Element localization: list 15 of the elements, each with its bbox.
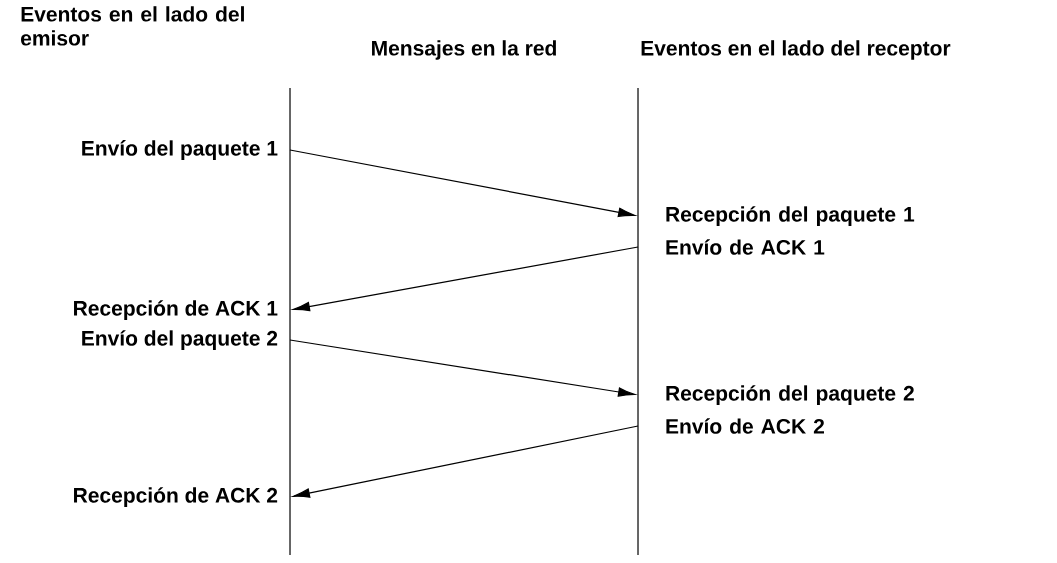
event-text: Envío del paquete 2: [82, 330, 278, 350]
event-text: Recepción del paquete 2: [666, 385, 914, 405]
event-text: Recepción de ACK 2: [74, 487, 278, 507]
arrow: [289, 339, 635, 397]
event-text: Envío de ACK 1: [666, 239, 825, 255]
column-heading: Mensajes en la red: [372, 40, 556, 60]
column-heading: Eventos en el lado del emisor: [21, 6, 244, 46]
event-text: Recepción de ACK 1: [74, 300, 278, 320]
arrow: [293, 246, 639, 312]
arrow: [289, 149, 635, 218]
event-text: Envío del paquete 1: [82, 140, 278, 160]
event-text: Envío de ACK 2: [666, 418, 824, 434]
column-heading: Eventos en el lado del receptor: [641, 40, 951, 60]
event-text: Recepción del paquete 1: [666, 206, 915, 226]
arrow: [292, 425, 639, 498]
